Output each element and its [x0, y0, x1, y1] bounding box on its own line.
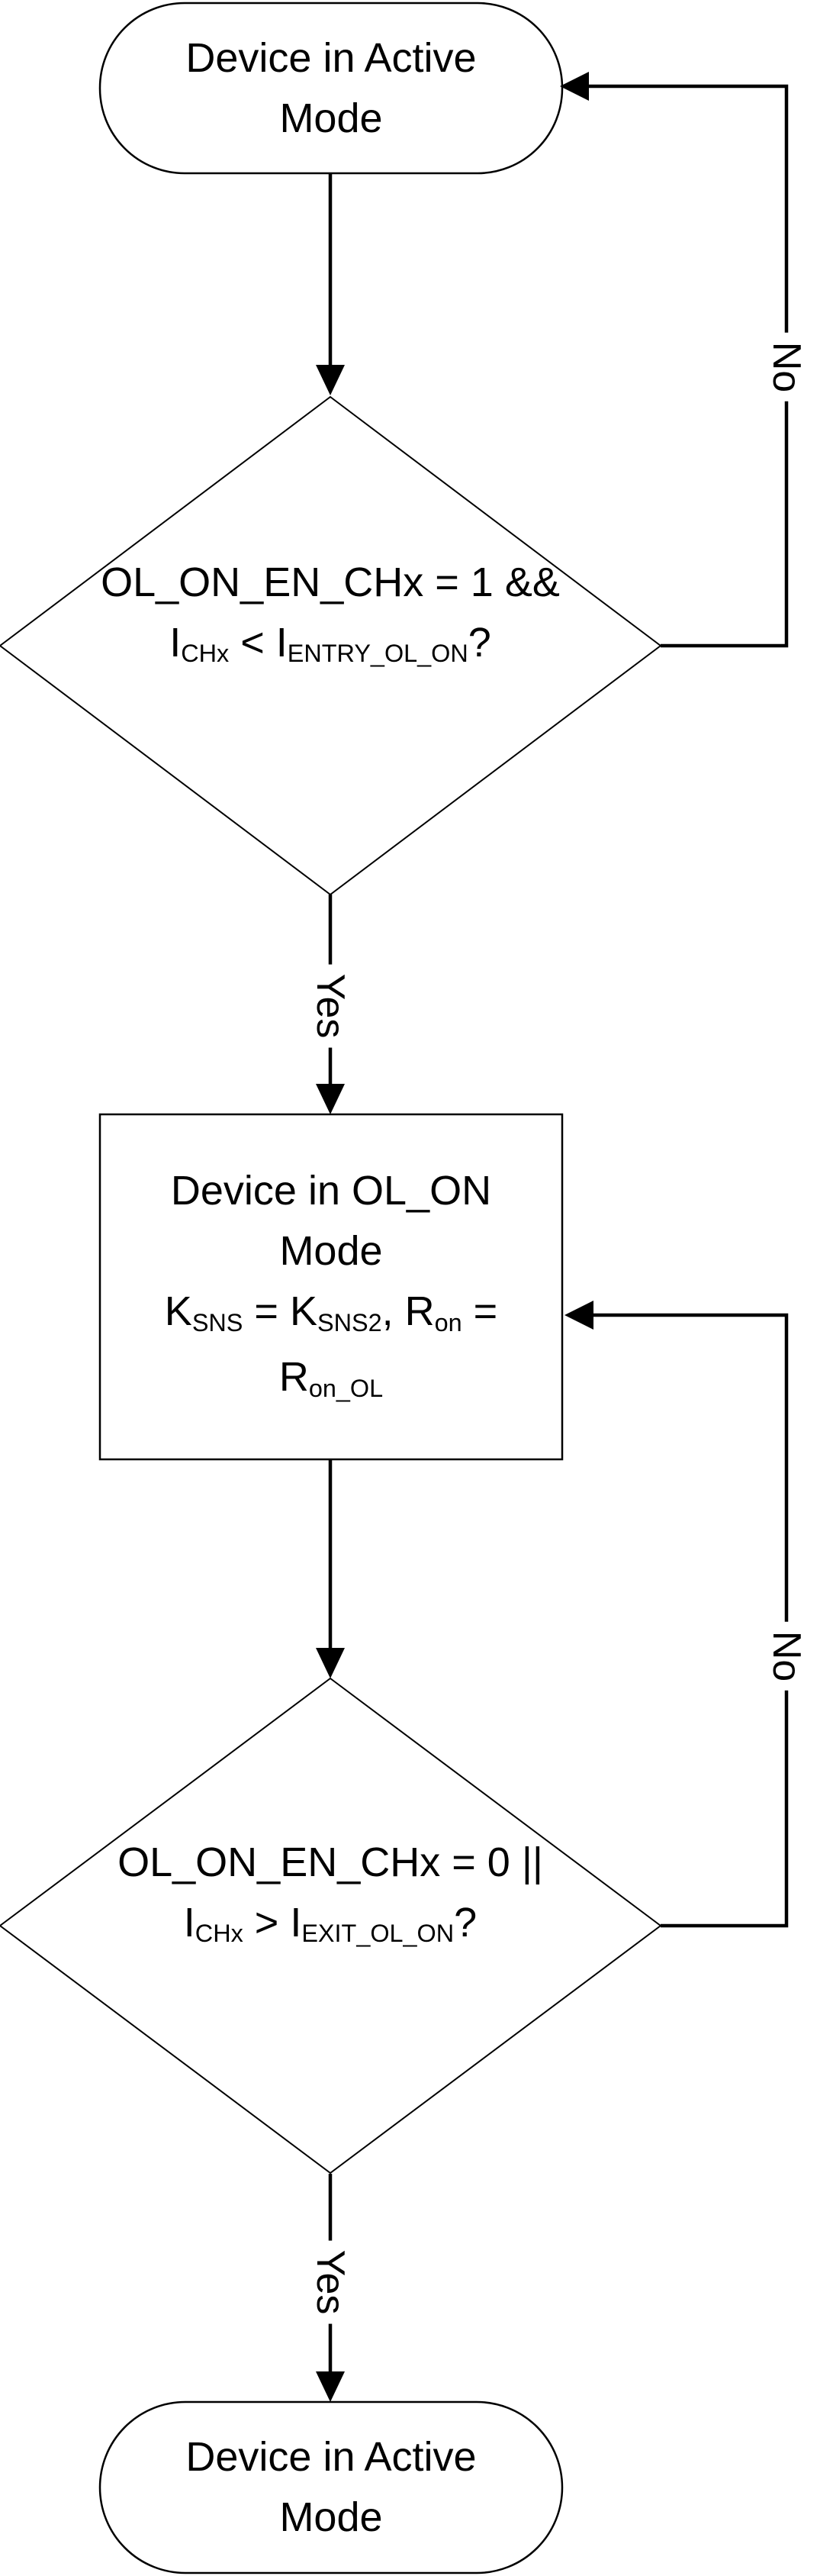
subscript-text: on_OL: [308, 1374, 384, 1402]
decision2-line1: OL_ON_EN_CHx = 0 ||: [117, 1839, 543, 1885]
yes1-label: Yes: [306, 964, 355, 1048]
start-terminator-text: Device in Active Mode: [100, 3, 562, 173]
subscript-text: CHx: [195, 1920, 243, 1948]
decision1-line1: OL_ON_EN_CHx = 1 &&: [101, 559, 560, 605]
start-line2: Mode: [279, 95, 383, 141]
process-line2: Mode: [279, 1228, 383, 1274]
arrowheads-layer: [316, 72, 593, 2402]
edge-no2-loop: [591, 1313, 789, 1928]
subscript-text: SNS: [191, 1308, 243, 1336]
start-line1: Device in Active: [185, 34, 477, 81]
process-line1: Device in OL_ON: [170, 1168, 492, 1214]
text-segment: ?: [454, 1899, 478, 1946]
text-segment: =: [462, 1288, 498, 1334]
no1-label: No: [762, 332, 811, 402]
decision2-line2: ICHx > IEXIT_OL_ON?: [184, 1893, 477, 1959]
end-terminator-shape: [98, 2400, 564, 2574]
text-segment: ?: [468, 619, 491, 666]
decision2-diamond-shape: [0, 1677, 662, 2175]
text-segment: I: [169, 619, 182, 666]
arrowhead-into-process: [316, 1084, 345, 1114]
process-text: Device in OL_ON Mode KSNS = KSNS2, Ron =…: [100, 1114, 562, 1459]
shapes-layer: [0, 2, 662, 2574]
arrowhead-into-decision1: [316, 365, 345, 395]
text-segment: I: [183, 1899, 195, 1946]
text-segment: R: [278, 1354, 309, 1400]
arrowhead-no2-into-process: [564, 1301, 593, 1330]
subscript-text: ENTRY_OL_ON: [287, 640, 468, 668]
subscript-text: EXIT_OL_ON: [301, 1920, 455, 1948]
decision1-text: OL_ON_EN_CHx = 1 && ICHx < IENTRY_OL_ON?: [0, 397, 661, 895]
end-line1: Device in Active: [185, 2434, 477, 2480]
text-segment: K: [164, 1288, 192, 1334]
end-terminator-text: Device in Active Mode: [100, 2402, 562, 2573]
process-rect-shape: [98, 1113, 564, 1461]
text-segment: > I: [243, 1899, 302, 1946]
subscript-text: SNS2: [317, 1308, 382, 1336]
text-segment: , R: [381, 1288, 435, 1334]
text-segment: = K: [243, 1288, 317, 1334]
arrowhead-no1-into-start: [560, 72, 589, 101]
subscript-text: on: [434, 1308, 462, 1336]
no2-label: No: [762, 1621, 811, 1691]
text-segment: < I: [229, 619, 288, 666]
arrowhead-into-end: [316, 2371, 345, 2402]
decision2-text: OL_ON_EN_CHx = 0 || ICHx > IEXIT_OL_ON?: [0, 1678, 661, 2173]
yes2-label: Yes: [306, 2240, 355, 2324]
process-line4: Ron_OL: [279, 1347, 383, 1413]
subscript-text: CHx: [181, 640, 230, 668]
decision1-line2: ICHx < IENTRY_OL_ON?: [169, 613, 491, 679]
end-line2: Mode: [279, 2494, 383, 2540]
arrowhead-into-decision2: [316, 1648, 345, 1678]
process-line3: KSNS = KSNS2, Ron =: [165, 1282, 497, 1347]
